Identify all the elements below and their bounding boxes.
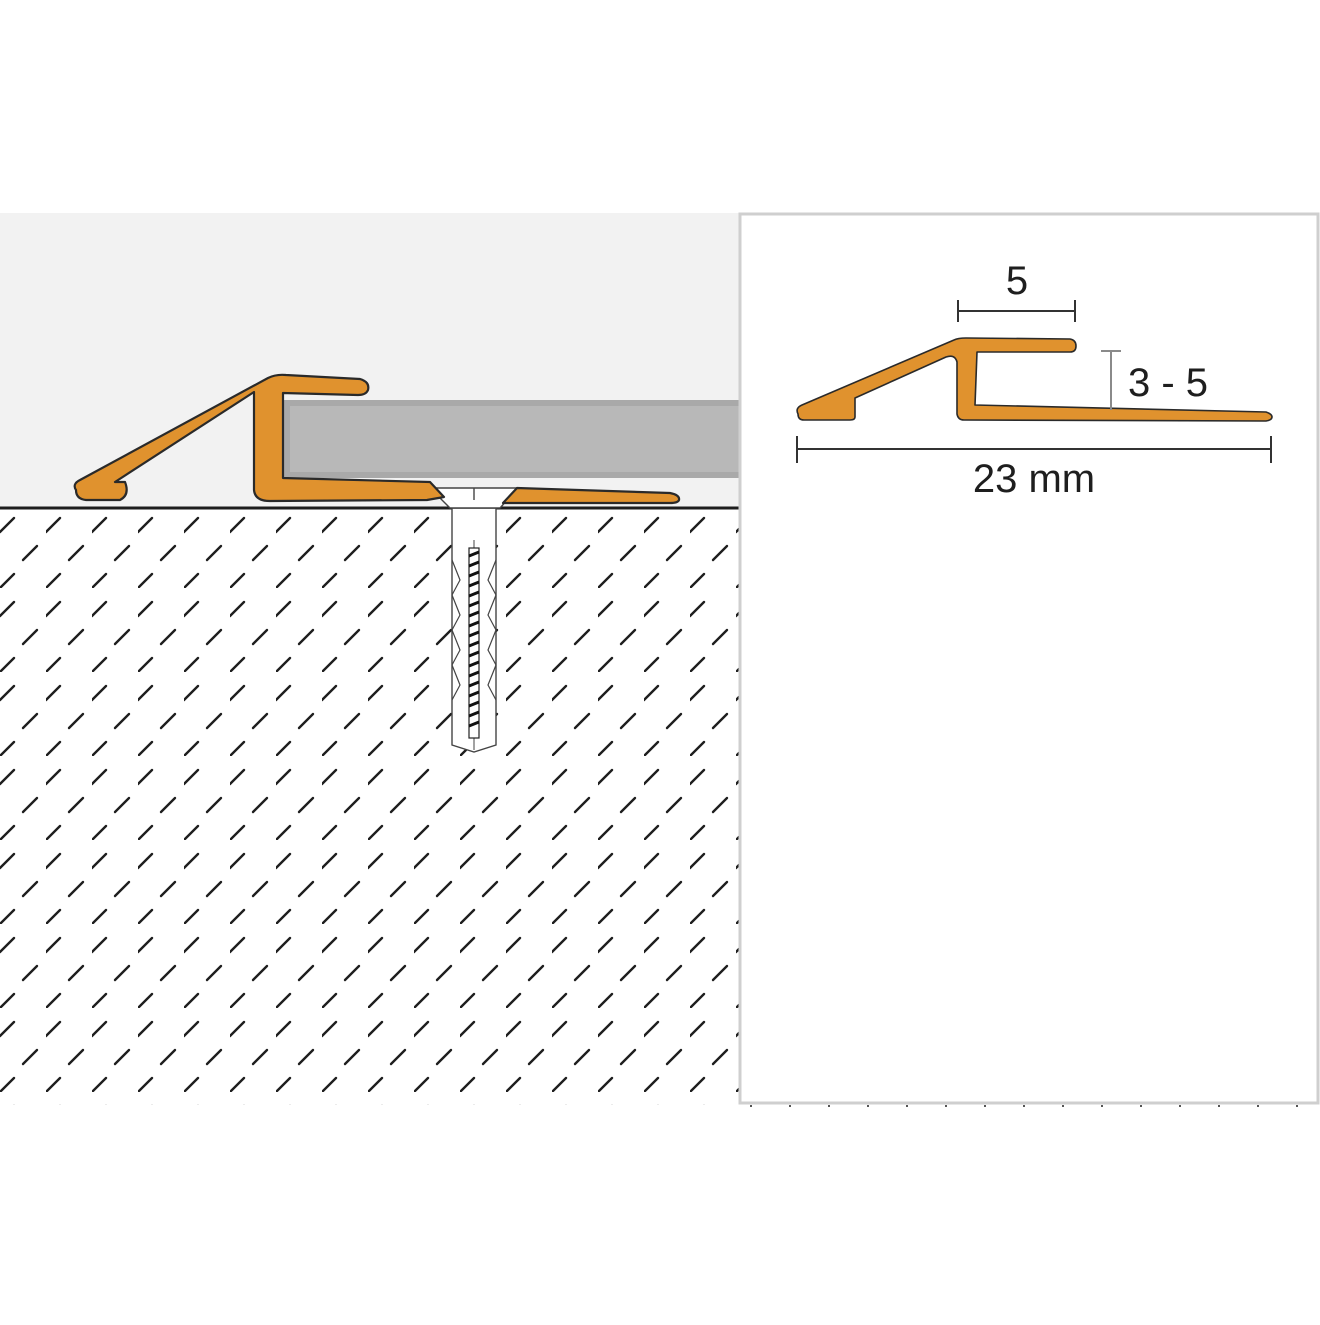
dimension-label-recess-height: 3 - 5 xyxy=(1128,361,1208,405)
dimension-label-overall-width: 23 mm xyxy=(973,457,1095,501)
dimension-overall-width xyxy=(796,436,1272,463)
detail-view: 5 3 - 5 23 mm xyxy=(738,212,1320,1107)
ramp-profile xyxy=(73,373,446,503)
subfloor-hatch xyxy=(0,512,740,1105)
dimension-label-top-flange: 5 xyxy=(1006,259,1028,303)
ramp-profile-tail xyxy=(501,486,681,505)
screw xyxy=(428,487,520,739)
detail-panel xyxy=(738,212,1320,1105)
floor-covering-panel xyxy=(280,400,740,478)
installation-view xyxy=(0,213,740,1105)
detail-profile xyxy=(796,337,1273,422)
dimension-top-flange xyxy=(957,300,1076,322)
dimension-recess-height xyxy=(1101,350,1121,410)
